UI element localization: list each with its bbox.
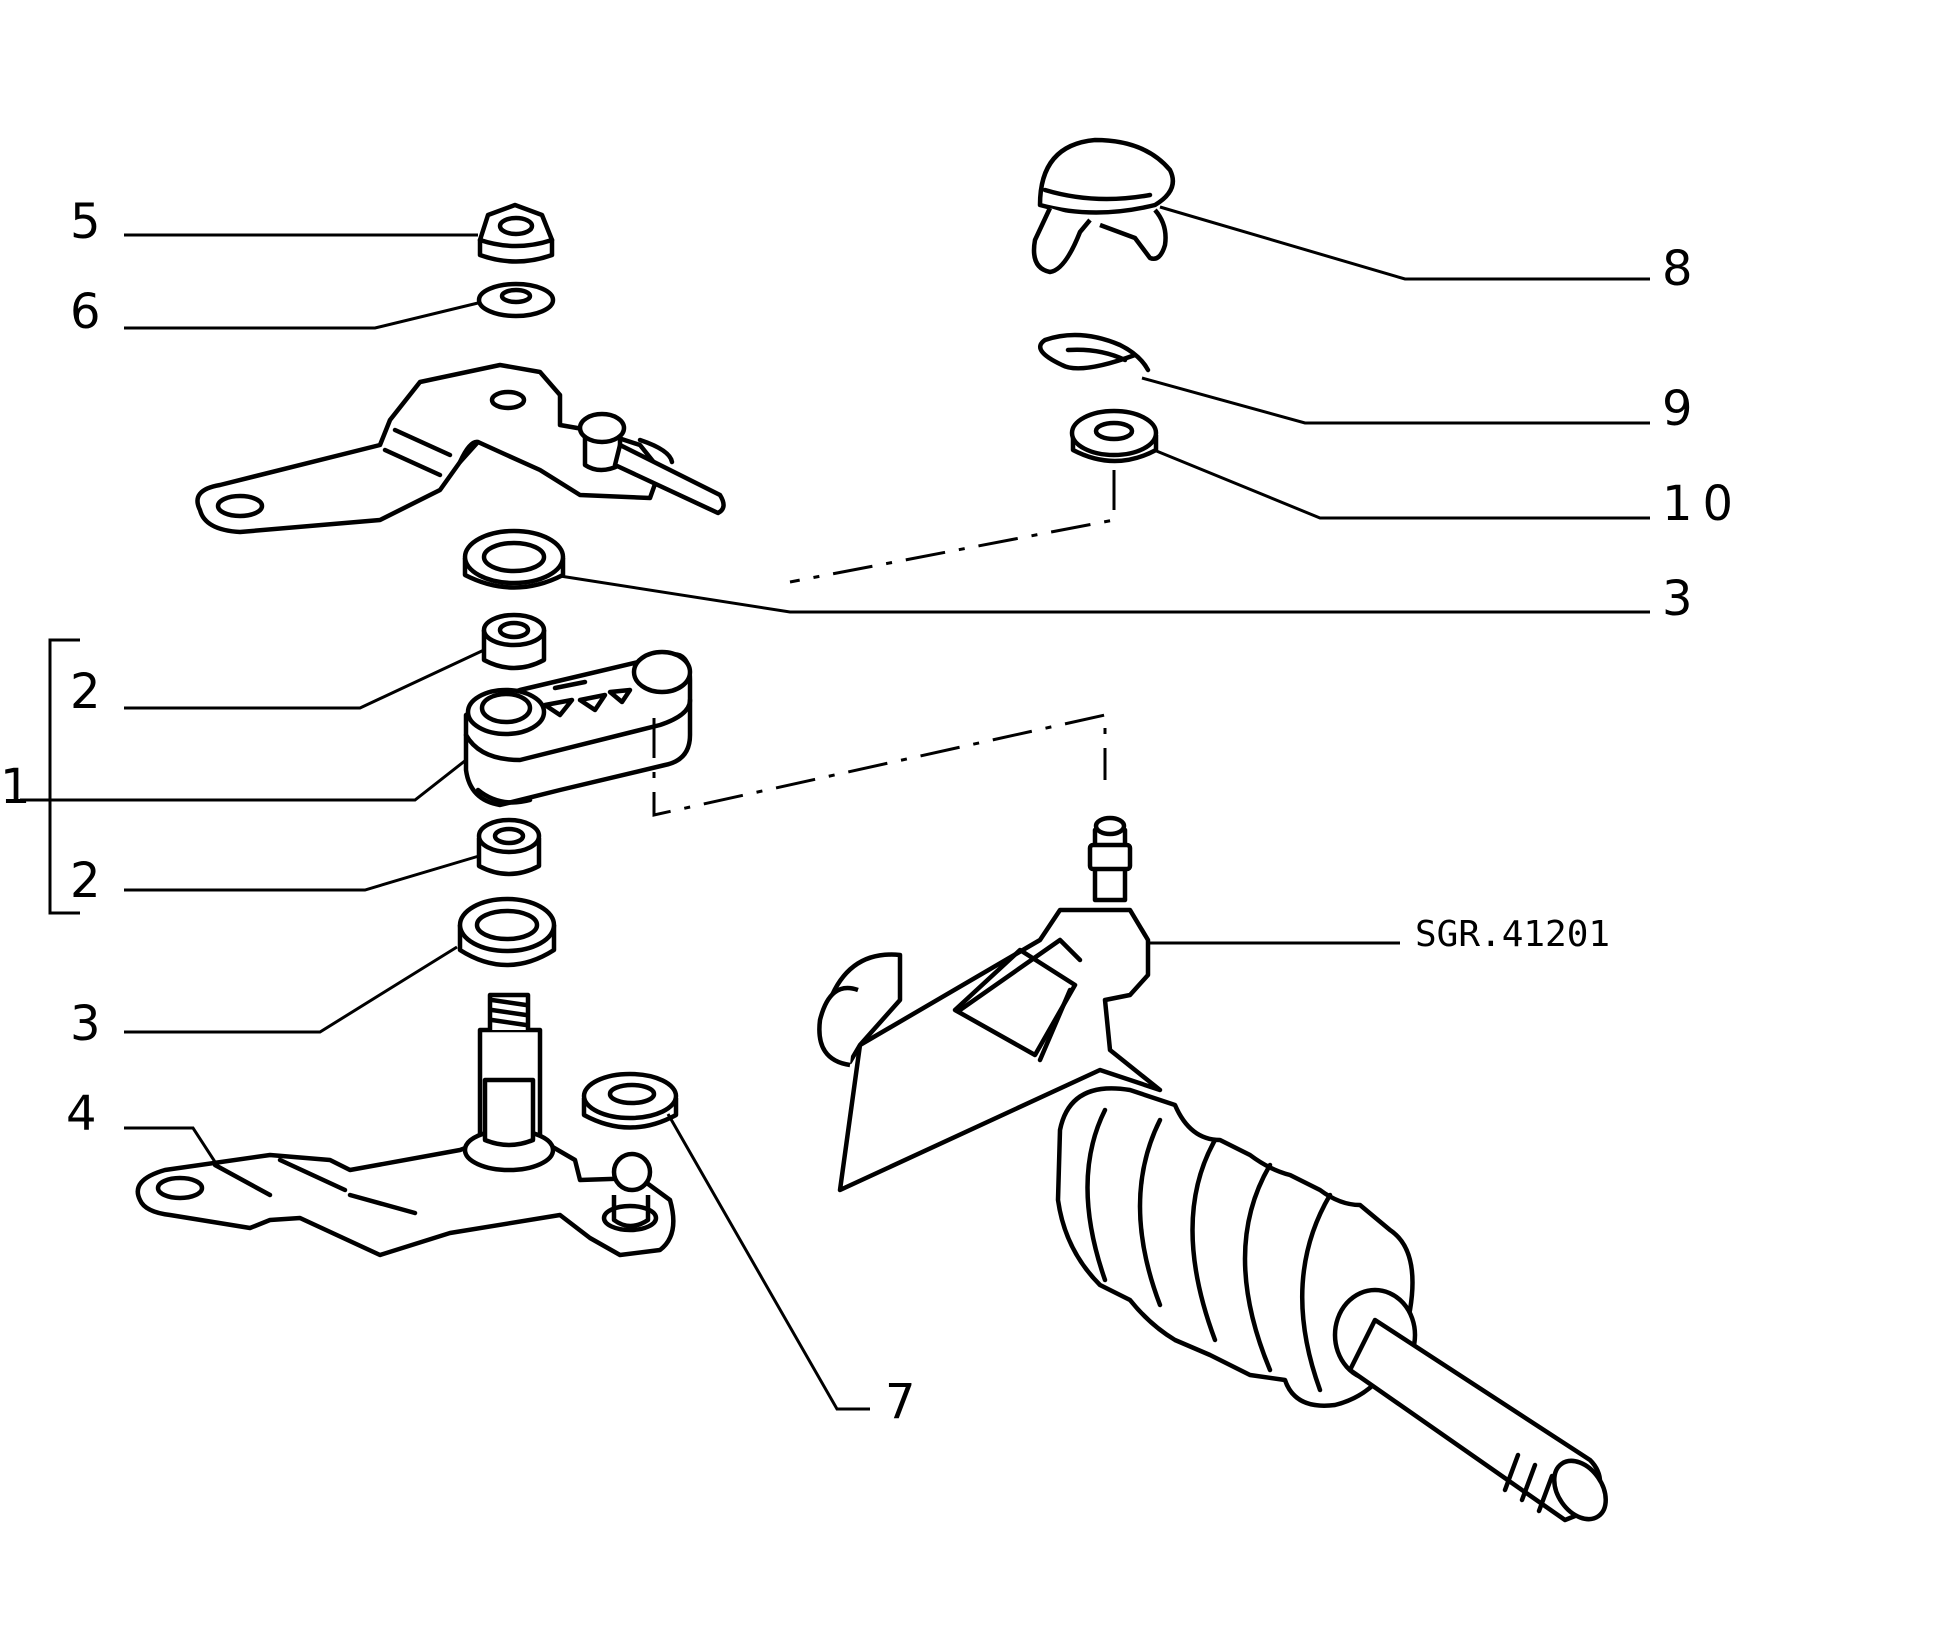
callout-3-upper: 3 — [1662, 571, 1693, 627]
leader-4 — [124, 1126, 219, 1166]
callout-labels: 5 6 8 9 10 3 2 1 2 3 4 7 SGR.41201 — [0, 194, 1743, 1430]
leader-6 — [124, 301, 479, 330]
callout-9: 9 — [1662, 381, 1693, 437]
callout-7: 7 — [885, 1374, 916, 1430]
upper-bracket-plate — [195, 362, 726, 535]
part-6-washer — [476, 281, 556, 319]
callout-10: 10 — [1662, 476, 1743, 532]
callout-5: 5 — [70, 194, 101, 250]
leader-9 — [1141, 376, 1650, 425]
part-5-nut — [477, 202, 555, 264]
leader-3-upper — [559, 574, 1650, 614]
part-7-grommet — [581, 1071, 679, 1130]
part-2-lower-bush — [476, 817, 542, 877]
group-bracket — [48, 638, 80, 915]
reference-code: SGR.41201 — [1415, 914, 1610, 955]
callout-6: 6 — [70, 284, 101, 340]
leader-1 — [20, 758, 467, 802]
callout-8: 8 — [1662, 241, 1693, 297]
part-2-upper-bush — [481, 612, 547, 671]
leader-2-lower — [124, 854, 480, 892]
leader-7 — [666, 1113, 870, 1411]
assembly-center-lines — [652, 470, 1116, 817]
leader-10 — [1153, 448, 1650, 520]
part-9-clip — [1038, 332, 1151, 373]
callout-4: 4 — [66, 1086, 97, 1142]
callout-2-lower: 2 — [70, 853, 101, 909]
leader-2-upper — [124, 648, 485, 710]
shaft-boot-assembly — [817, 815, 1608, 1523]
leader-3-lower — [124, 945, 458, 1034]
callout-1: 1 — [0, 759, 31, 815]
part-8-cap — [1031, 137, 1176, 275]
leader-8 — [1159, 205, 1650, 281]
part-3-upper-bushing — [462, 528, 566, 590]
callout-leaders — [20, 205, 1650, 1411]
part-1-lever — [463, 649, 693, 808]
part-4-lower-bracket — [135, 992, 676, 1258]
callout-2-upper: 2 — [70, 664, 101, 720]
part-3-lower-bushing — [457, 896, 557, 968]
part-10-bush — [1069, 408, 1159, 464]
callout-3-lower: 3 — [70, 996, 101, 1052]
